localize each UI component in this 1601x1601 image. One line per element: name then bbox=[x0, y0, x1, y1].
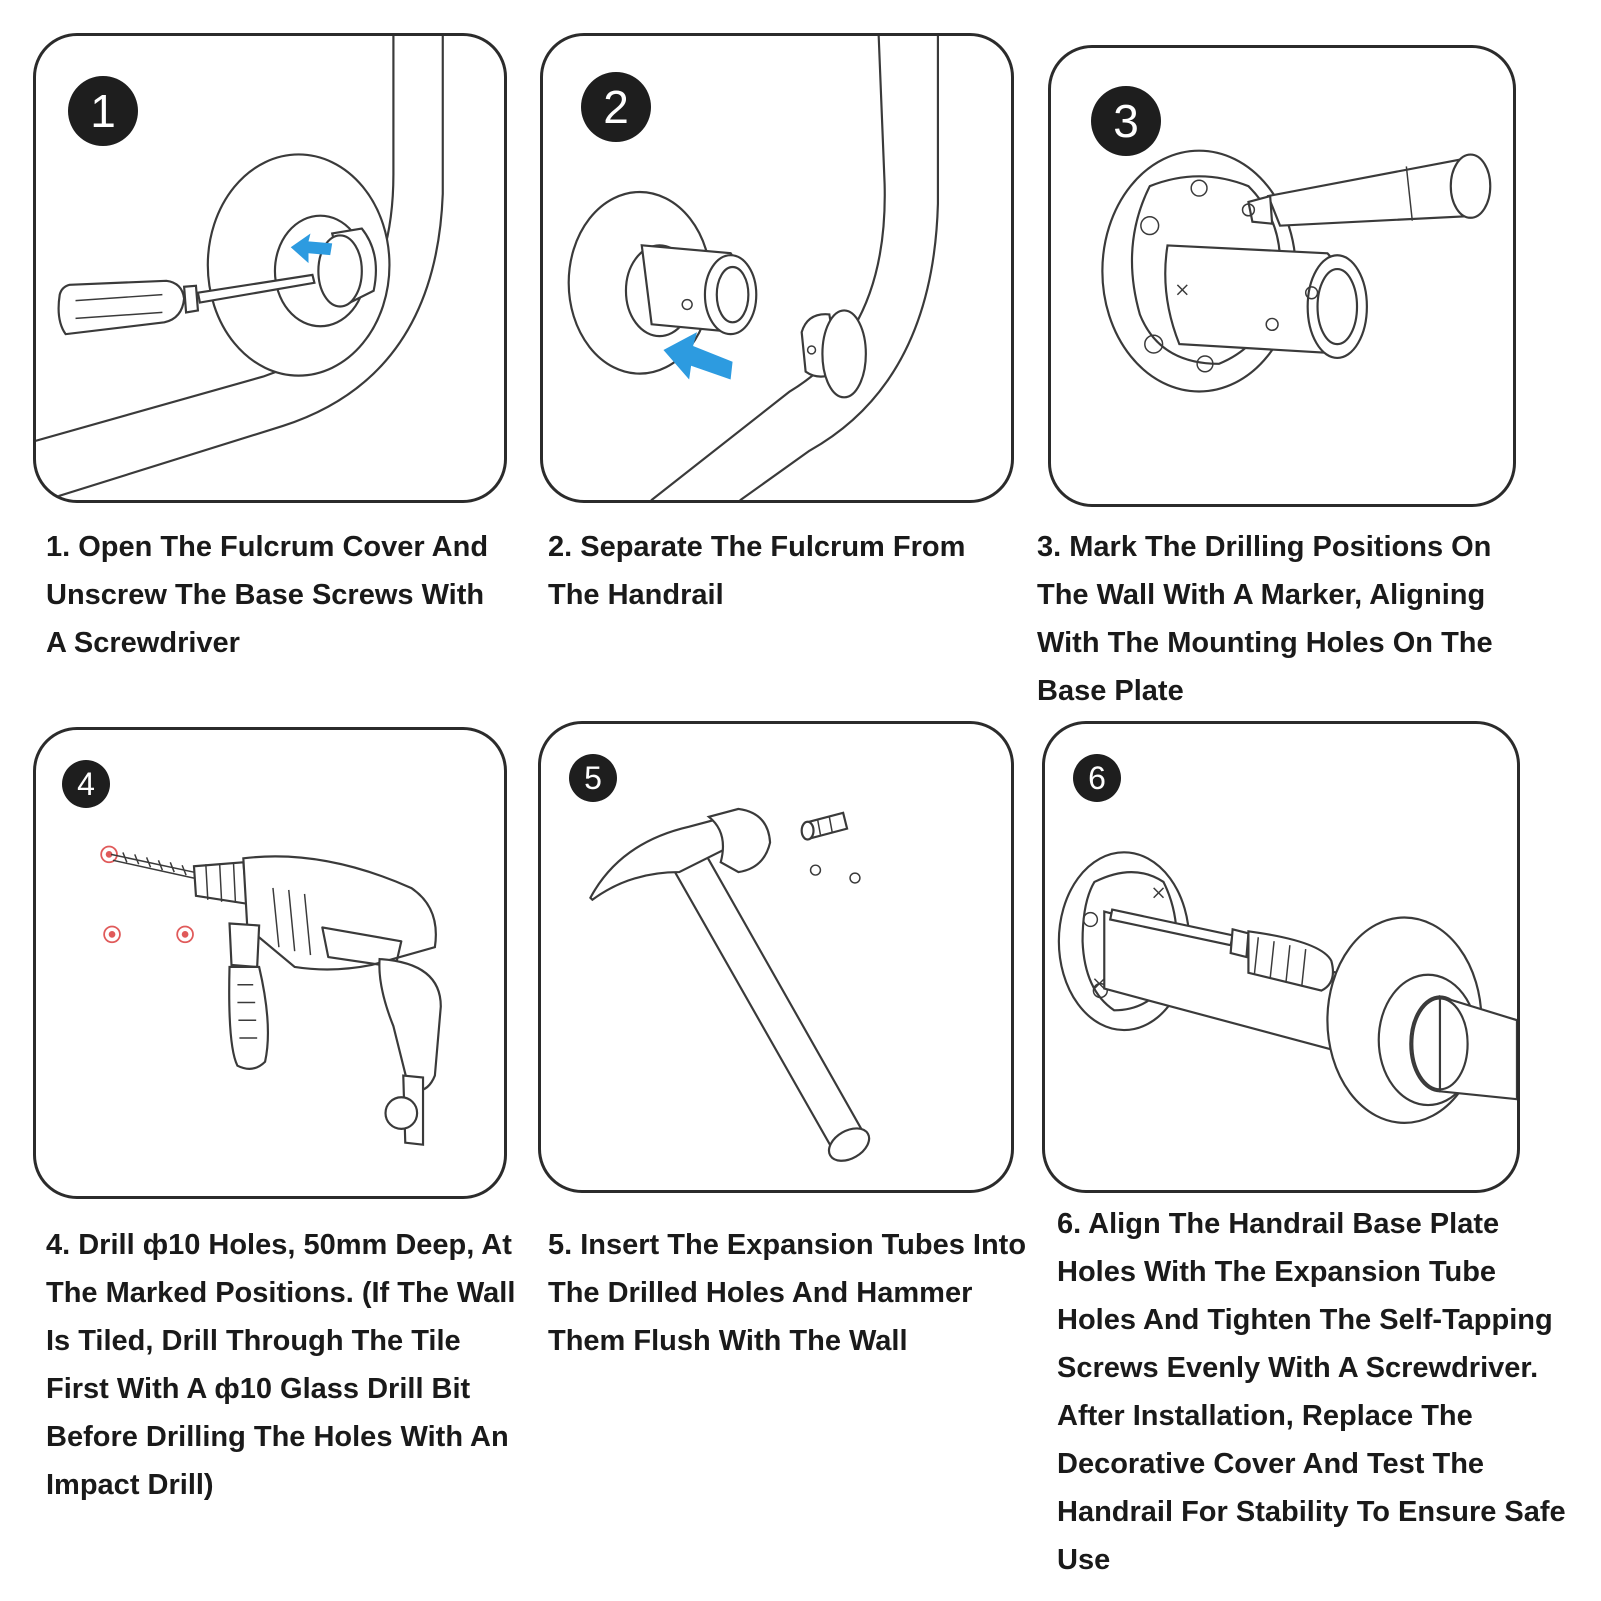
step-5-number-badge: 5 bbox=[569, 754, 617, 802]
hammer-icon bbox=[589, 807, 871, 1162]
step-6-panel: 6 bbox=[1042, 721, 1520, 1193]
arrow-icon bbox=[663, 332, 733, 380]
drill-position-markers bbox=[100, 845, 194, 944]
step-5-panel: 5 bbox=[538, 721, 1014, 1193]
step-1-caption: 1. Open The Fulcrum Cover And Unscrew Th… bbox=[46, 531, 489, 659]
step-2-panel: 2 bbox=[540, 33, 1014, 503]
step-5-caption: 5. Insert The Expansion Tubes Into The D… bbox=[548, 1229, 1027, 1357]
step-5-illustration bbox=[589, 807, 871, 1162]
step-2-illustration bbox=[567, 36, 940, 500]
step-2-caption: 2. Separate The Fulcrum From The Handrai… bbox=[548, 531, 966, 611]
step-4-illustration bbox=[100, 845, 442, 1146]
step-3-panel: 3 bbox=[1048, 45, 1516, 507]
step-3-number-badge: 3 bbox=[1091, 86, 1161, 156]
step-3-caption: 3. Mark The Drilling Positions On The Wa… bbox=[1037, 531, 1493, 707]
step-1-panel: 1 bbox=[33, 33, 507, 503]
screwdriver-icon bbox=[1108, 908, 1335, 992]
fulcrum-cover bbox=[206, 153, 391, 377]
step-4-number-badge: 4 bbox=[62, 760, 110, 808]
arrow-icon bbox=[290, 233, 333, 264]
marker-pen bbox=[1241, 153, 1492, 227]
step-6-illustration bbox=[1057, 851, 1517, 1124]
expansion-tube-icon bbox=[800, 811, 861, 884]
step-1-number-badge: 1 bbox=[68, 76, 138, 146]
step-6-caption: 6. Align The Handrail Base Plate Holes W… bbox=[1057, 1208, 1566, 1576]
step-4-panel: 4 bbox=[33, 727, 507, 1199]
fulcrum-cover bbox=[1326, 916, 1517, 1124]
step-6-number-badge: 6 bbox=[1073, 754, 1121, 802]
step-1-illustration bbox=[36, 36, 444, 500]
step-4-caption: 4. Drill ф10 Holes, 50mm Deep, At The Ma… bbox=[46, 1229, 516, 1501]
screwdriver-icon bbox=[57, 273, 316, 336]
drill-icon bbox=[110, 852, 442, 1146]
step-2-number-badge: 2 bbox=[581, 72, 651, 142]
step-3-illustration bbox=[1101, 149, 1492, 393]
